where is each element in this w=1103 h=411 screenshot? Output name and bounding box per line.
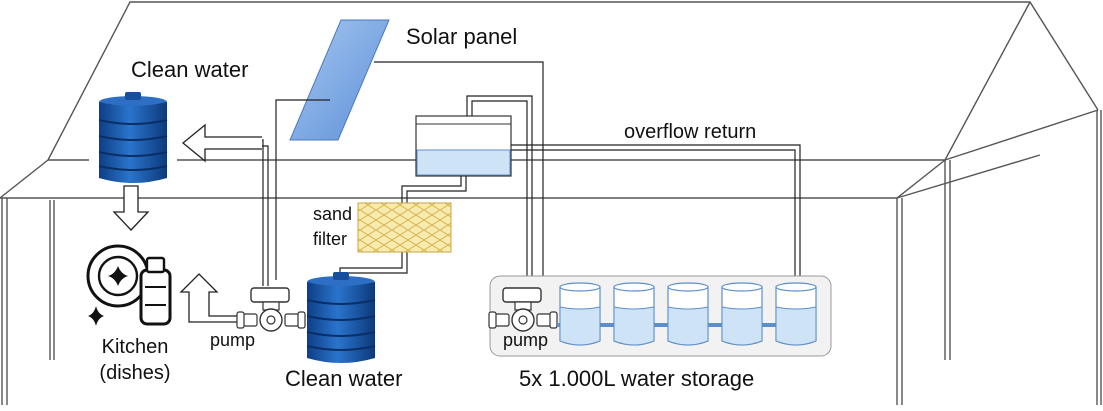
- storage-tank-icon: [721, 282, 763, 346]
- arrow-icon: [112, 185, 150, 231]
- storage-tank-icon: [775, 282, 817, 346]
- clean-water-bottom-label: Clean water: [285, 366, 403, 391]
- sand-filter-label-2: filter: [313, 229, 348, 249]
- water-tank-icon: [306, 271, 376, 364]
- water-tank-icon: [89, 90, 177, 184]
- pump-icon: [236, 287, 306, 332]
- pipes: [210, 95, 801, 287]
- overflow-return-label: overflow return: [624, 121, 757, 143]
- storage-group: [488, 275, 832, 357]
- sand-filter-label-1: sand: [313, 204, 353, 224]
- storage-tank-icon: [613, 282, 655, 346]
- storage-tank-icon: [559, 282, 601, 346]
- pump-right-label: pump: [503, 330, 549, 350]
- pump-left-label: pump: [210, 330, 256, 350]
- solar-panel-icon: [289, 19, 390, 141]
- arrow-icon: [181, 123, 262, 163]
- kitchen-label-1: Kitchen: [101, 336, 169, 358]
- clean-water-top-label: Clean water: [131, 57, 249, 82]
- kitchen-label-2: (dishes): [99, 362, 171, 384]
- dishes-icon: [86, 244, 172, 326]
- solar-panel-label: Solar panel: [406, 24, 518, 49]
- solar-wires: [275, 61, 544, 287]
- arrow-icon: [179, 273, 241, 323]
- storage-label: 5x 1.000L water storage: [519, 366, 755, 391]
- storage-tank-icon: [667, 282, 709, 346]
- overflow-tank: [415, 115, 512, 177]
